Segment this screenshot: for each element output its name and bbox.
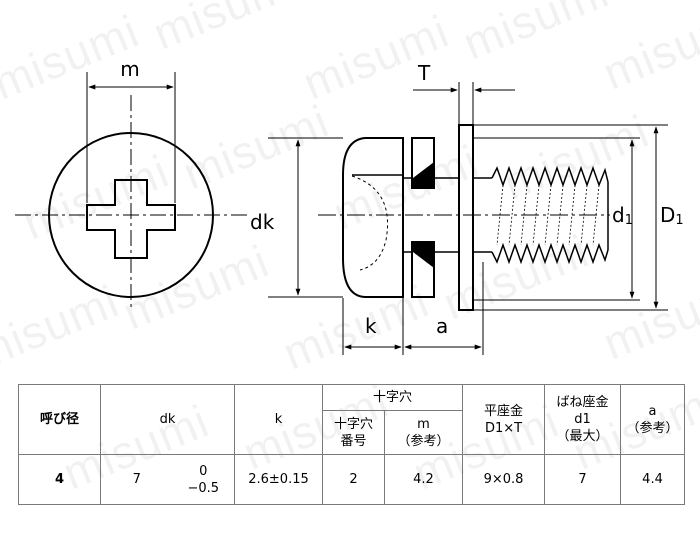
cell-nominal: 4 — [18, 454, 101, 505]
cell-dk: 7 — [100, 454, 173, 505]
k-label: k — [365, 314, 377, 338]
cell-recess-number: 2 — [322, 454, 385, 505]
cell-a: 4.4 — [620, 454, 686, 505]
header-a: a（参考） — [620, 384, 686, 455]
cross-recess-shape — [86, 179, 176, 259]
screw-head — [342, 137, 404, 298]
header-dk: dk — [100, 384, 235, 455]
header-cross-recess: 十字穴 — [321, 384, 464, 411]
header-k: k — [234, 384, 323, 455]
header-recess-number: 十字穴番号 — [322, 410, 385, 455]
t-label: T — [417, 61, 431, 85]
a-label: a — [436, 314, 448, 338]
header-nominal: 呼び径 — [18, 384, 101, 455]
threaded-shank — [473, 165, 609, 265]
cell-k: 2.6±0.15 — [234, 454, 323, 505]
head-top-view: m — [15, 57, 248, 310]
screw-side-view: dk k a T d1 D1 — [250, 61, 684, 355]
cell-m: 4.2 — [383, 454, 464, 505]
screw-drawing: m — [15, 57, 684, 355]
cell-spring-washer: 7 — [544, 454, 622, 505]
D1-label: D1 — [660, 203, 684, 228]
header-m: m（参考） — [383, 410, 464, 455]
cell-dk-tolerance: 0−0.5 — [172, 454, 235, 505]
flat-washer — [458, 124, 474, 311]
spring-washer — [411, 137, 435, 298]
m-label: m — [120, 57, 139, 81]
d1-label: d1 — [612, 203, 633, 228]
dk-label: dk — [250, 210, 275, 234]
cell-flat-washer: 9×0.8 — [462, 454, 546, 505]
